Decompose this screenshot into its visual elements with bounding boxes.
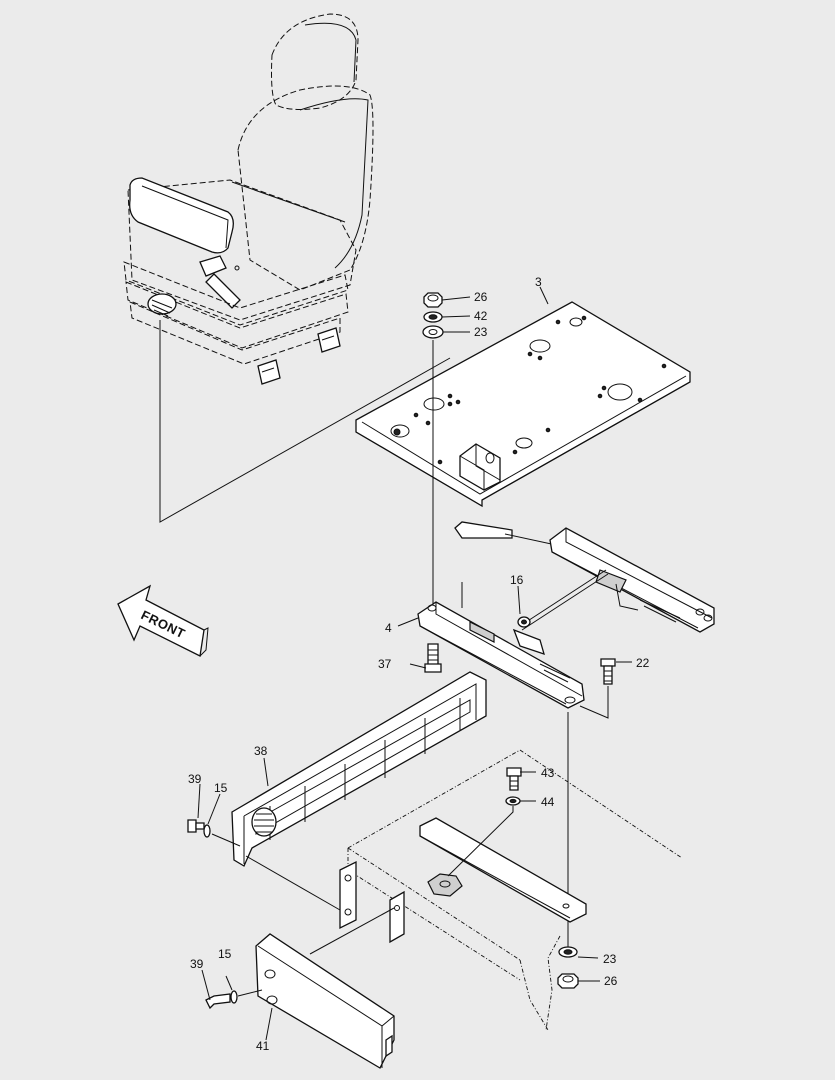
bolt-37 xyxy=(424,643,442,673)
side-panel-41 xyxy=(255,933,395,1069)
lower-hardware-stack xyxy=(557,946,579,989)
callout-26-top: 26 xyxy=(474,290,488,304)
callout-41: 41 xyxy=(256,1039,270,1053)
callout-16: 16 xyxy=(510,573,524,587)
callout-15-lower: 15 xyxy=(218,947,232,961)
callout-15-upper: 15 xyxy=(214,781,228,795)
bolt-22 xyxy=(579,658,616,719)
callout-38: 38 xyxy=(254,744,268,758)
callout-37: 37 xyxy=(378,657,392,671)
callout-39-lower: 39 xyxy=(190,957,204,971)
callout-22: 22 xyxy=(636,656,650,670)
callout-23-top: 23 xyxy=(474,325,488,339)
top-hardware-stack xyxy=(422,292,444,612)
callout-23-bottom: 23 xyxy=(603,952,617,966)
cover-to-post-leader xyxy=(245,855,341,911)
seat-to-plate-leader xyxy=(159,320,451,523)
callout-26-bottom: 26 xyxy=(604,974,618,988)
bolt-43-washer-44 xyxy=(505,767,522,806)
side-cover-38 xyxy=(231,671,487,867)
front-direction-arrow: FRONT xyxy=(117,584,209,657)
bolt-43-leader xyxy=(447,806,514,877)
operator-seat xyxy=(123,13,374,385)
callout-leaders xyxy=(197,286,632,1041)
base-frame xyxy=(339,749,683,1031)
lower-fastener-39-15 xyxy=(205,989,263,1010)
callout-44: 44 xyxy=(541,795,555,809)
callout-3: 3 xyxy=(535,275,542,289)
callout-43: 43 xyxy=(541,766,555,780)
mounting-plate xyxy=(355,301,691,508)
callout-42: 42 xyxy=(474,309,488,323)
callout-39-upper: 39 xyxy=(188,772,202,786)
upper-fastener-39-15 xyxy=(187,819,241,847)
callout-4: 4 xyxy=(385,621,392,635)
panel-to-post-leader xyxy=(309,907,395,955)
slide-rail-assembly xyxy=(417,521,715,709)
callout-numbers: 3 26 42 23 16 4 37 22 38 39 15 43 44 23 … xyxy=(188,275,650,1053)
